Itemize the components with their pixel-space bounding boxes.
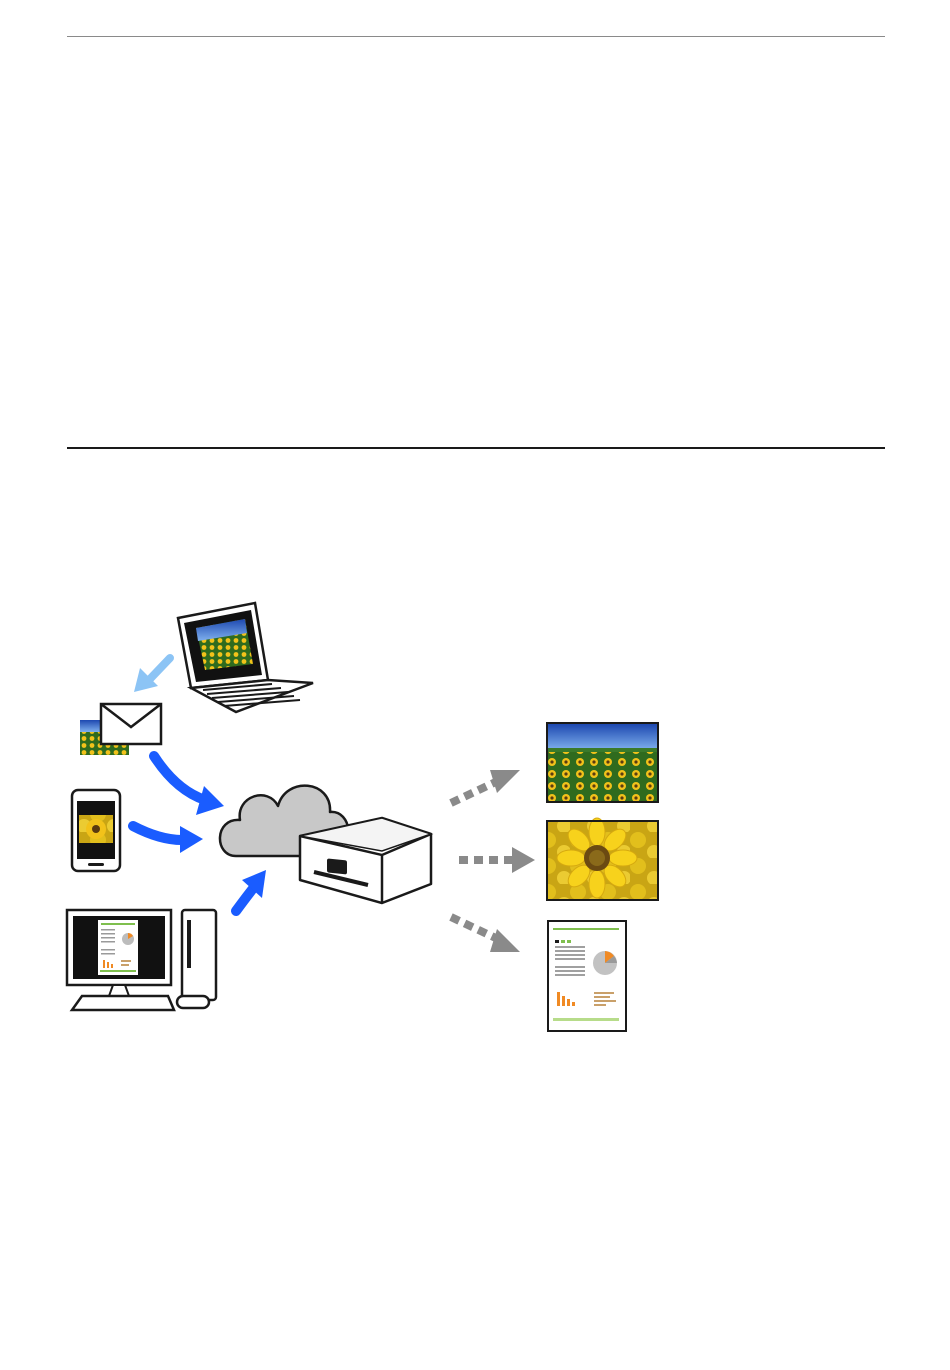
arrow-email-to-cloud <box>154 756 224 815</box>
chart-document-printout <box>548 921 626 1031</box>
smartphone-icon <box>72 790 120 871</box>
sunflower-field-photo <box>547 723 658 802</box>
desktop-computer-icon <box>67 910 216 1010</box>
cloud-printing-illustration <box>0 590 950 1050</box>
arrow-phone-to-cloud <box>133 826 203 853</box>
printer-icon <box>300 818 431 903</box>
arrow-laptop-to-email <box>134 658 170 692</box>
laptop-icon <box>178 603 313 712</box>
arrow-printer-to-photo-field <box>451 770 520 803</box>
email-icon <box>80 704 161 755</box>
sunflower-closeup-photo <box>547 818 658 900</box>
section-rule <box>67 447 885 449</box>
arrow-printer-to-photo-closeup <box>459 847 535 873</box>
header-rule <box>67 36 885 37</box>
arrow-printer-to-document <box>451 917 520 952</box>
arrow-desktop-to-printer <box>236 870 266 911</box>
